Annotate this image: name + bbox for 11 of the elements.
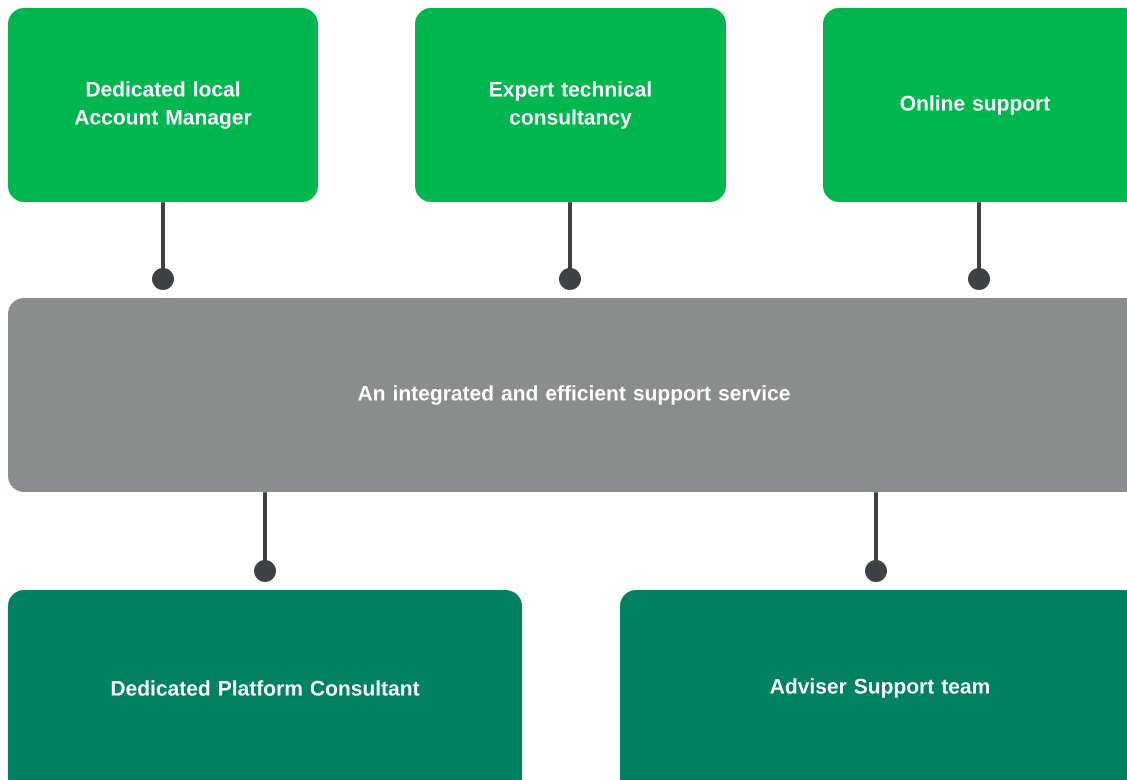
service-box: Expert technical consultancy: [415, 8, 726, 202]
connector: [865, 492, 887, 582]
service-box: Online support: [823, 8, 1127, 202]
connector: [559, 202, 581, 290]
connector: [152, 202, 174, 290]
connector: [968, 202, 990, 290]
service-box: Dedicated Platform Consultant: [8, 590, 522, 780]
connector: [254, 492, 276, 582]
hub-box: An integrated and efficient support service: [8, 298, 1127, 492]
service-box: Dedicated local Account Manager: [8, 8, 318, 202]
service-box: Adviser Support team: [620, 590, 1127, 780]
